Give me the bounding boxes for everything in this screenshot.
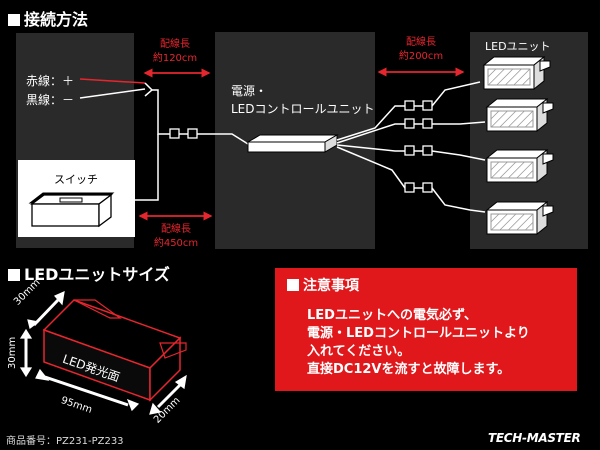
cable-bottom-length: 約450cm (153, 238, 199, 249)
led-unit-icon-1 (482, 55, 551, 91)
black-wire-label: 黒線：－ (26, 93, 75, 107)
black-wire (79, 88, 146, 99)
controller-label-line2: LEDコントロールユニット (231, 102, 375, 116)
square-bullet-icon (8, 269, 20, 281)
square-bullet-icon (8, 14, 20, 26)
notice-line-4: 直接DC12Vを流すと故障します。 (307, 362, 511, 377)
notice-line-2: 電源・LEDコントロールユニットより (307, 326, 530, 341)
cable-top-label: 配線長 (160, 39, 190, 50)
switch-icon (18, 160, 135, 237)
cable-right-label: 配線長 (406, 37, 436, 48)
notice-line-1: LEDユニットへの電気必ず、 (307, 308, 478, 323)
led-size-title-text: LEDユニットサイズ (24, 265, 170, 284)
size-dimension-arrows (19, 290, 187, 415)
led-unit-label: LEDユニット (485, 40, 551, 53)
notice-title-text: 注意事項 (303, 278, 359, 294)
controller-unit-icon (246, 134, 339, 153)
part-number: 商品番号：PZ231-PZ233 (6, 436, 124, 447)
red-wire (79, 78, 146, 84)
cable-bottom-label: 配線長 (161, 224, 191, 235)
connector-set-4 (404, 182, 486, 213)
connector-set-3 (404, 145, 486, 161)
led-unit-icon-3 (485, 148, 554, 184)
cable-right-length: 約200cm (398, 51, 444, 62)
red-wire-label: 赤線：＋ (26, 74, 75, 88)
wiring-method-title-text: 接続方法 (24, 10, 89, 29)
wire-to-connector (152, 89, 170, 135)
cable-top-length: 約120cm (152, 53, 198, 64)
led-unit-icon-4 (485, 200, 554, 236)
led-size-title: LEDユニットサイズ (8, 261, 170, 285)
brand-logo: TECH-MASTER (488, 431, 581, 445)
led-unit-size-illustration (42, 299, 187, 402)
controller-label-line1: 電源・ (231, 84, 268, 98)
wiring-method-title: 接続方法 (8, 6, 88, 30)
notice-title: 注意事項 (287, 275, 359, 295)
wire-merge (144, 82, 154, 97)
notice-box: 注意事項 LEDユニットへの電気必ず、 電源・LEDコントロールユニットより 入… (275, 268, 577, 391)
notice-line-3: 入れてください。 (307, 344, 411, 359)
led-unit-icon-2 (485, 97, 554, 133)
dim-height-label: 30mm (7, 336, 18, 369)
square-bullet-icon (287, 279, 299, 291)
switch-label: スイッチ (54, 173, 98, 186)
connector-set-2 (404, 118, 486, 129)
connector-set-1 (404, 81, 481, 111)
